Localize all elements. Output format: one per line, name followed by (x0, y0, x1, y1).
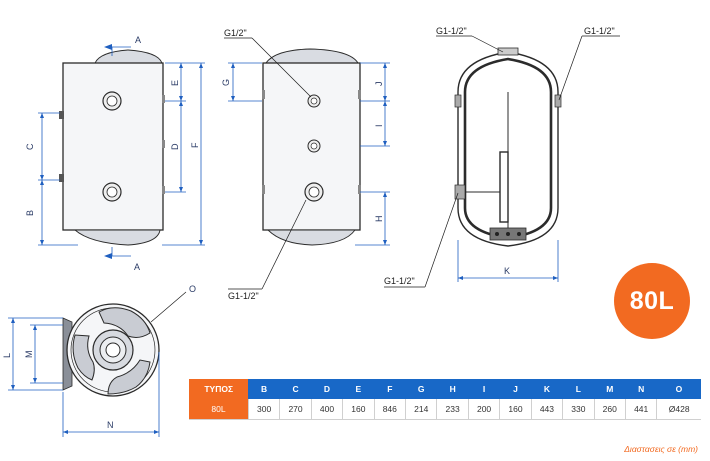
label-j: J (374, 82, 384, 87)
table-cell: Ø428 (656, 399, 701, 420)
table-header-cell: F (374, 379, 406, 399)
callout-g-inch-half-top: G1-1/2" (436, 26, 467, 36)
label-k: K (504, 266, 510, 276)
label-c: C (25, 143, 35, 150)
table-header-cell: K (531, 379, 563, 399)
table-cell: 400 (310, 399, 343, 420)
table-header-row: ΤΥΠΟΣ B C D E F G H I J K L M N O (189, 379, 701, 399)
top-view (8, 291, 187, 437)
center-side-view (224, 37, 390, 290)
table-cell: 270 (279, 399, 312, 420)
label-d: D (170, 143, 180, 150)
table-cell: 233 (436, 399, 469, 420)
table-cell: 160 (342, 399, 375, 420)
table-row-type: 80L (189, 399, 249, 420)
capacity-badge: 80L (614, 263, 690, 339)
table-header-cell: G (405, 379, 437, 399)
units-footnote: Διαστασεις σε (mm) (624, 444, 698, 454)
table-header-cell: B (248, 379, 280, 399)
table-header-cell: H (436, 379, 469, 399)
table-header-cell: I (468, 379, 500, 399)
label-a-top: A (135, 35, 141, 45)
table-cell: 330 (562, 399, 595, 420)
callout-g-inch-half-right: G1-1/2" (584, 26, 615, 36)
table-row: 80L 300 270 400 160 846 214 233 200 160 … (189, 399, 701, 420)
table-cell: 214 (405, 399, 437, 420)
label-o: O (189, 284, 196, 294)
table-cell: 846 (373, 399, 406, 420)
callout-g-half: G1/2" (224, 28, 247, 38)
dimension-table: ΤΥΠΟΣ B C D E F G H I J K L M N O 80L 30… (189, 379, 701, 420)
label-l: L (2, 353, 12, 358)
table-cell: 443 (530, 399, 563, 420)
table-cell: 200 (467, 399, 500, 420)
table-header-cell: O (656, 379, 701, 399)
label-i: I (374, 124, 384, 127)
table-cell: 160 (499, 399, 532, 420)
table-header-cell: J (499, 379, 532, 399)
callout-g-inch-half-center: G1-1/2" (228, 291, 259, 301)
label-n: N (107, 420, 114, 430)
table-header-cell: E (342, 379, 375, 399)
label-h: H (374, 216, 384, 223)
table-cell: 260 (593, 399, 626, 420)
table-header-cell: L (562, 379, 595, 399)
label-g: G (221, 79, 231, 86)
label-a-bottom: A (134, 262, 140, 272)
table-header-type: ΤΥΠΟΣ (189, 379, 249, 399)
table-header-cell: D (311, 379, 343, 399)
left-side-view (38, 44, 205, 259)
table-cell: 300 (247, 399, 280, 420)
label-b: B (25, 210, 35, 216)
table-header-cell: C (279, 379, 312, 399)
label-e: E (170, 80, 180, 86)
callout-g-inch-half-bottom: G1-1/2" (384, 276, 415, 286)
table-cell: 441 (624, 399, 657, 420)
label-f: F (190, 142, 200, 148)
table-header-cell: M (594, 379, 626, 399)
table-header-cell: N (625, 379, 657, 399)
label-m: M (24, 351, 34, 359)
section-view (384, 35, 620, 288)
